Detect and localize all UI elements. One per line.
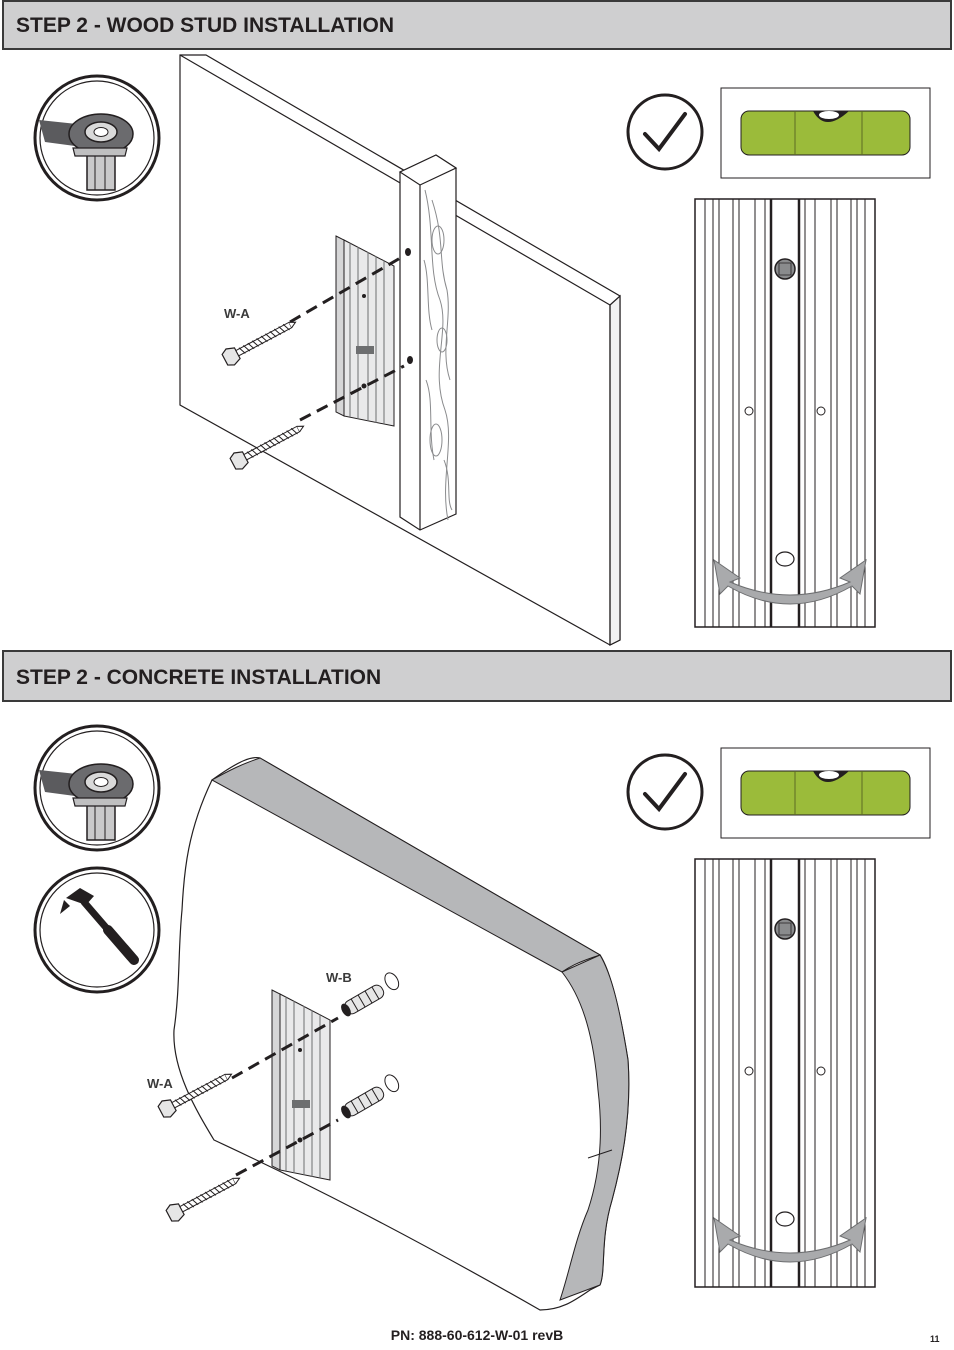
step-header-concrete: STEP 2 - CONCRETE INSTALLATION [2,650,952,702]
hammer-icon [33,866,161,994]
alignment-line [299,364,405,422]
screw-label: W-A [147,1076,173,1091]
alignment-line [289,255,403,324]
screw-label: W-A [224,306,250,321]
alignment-line [231,1016,339,1080]
concrete-wall [173,756,630,1311]
anchor-label: W-B [326,970,352,985]
bubble-level-icon [720,87,931,179]
bracket-detail [693,197,877,629]
wall-anchor [341,972,400,1017]
alignment-line [235,1118,339,1177]
pilot-holes [405,248,413,364]
wall-plate-bracket [335,235,395,427]
step-title: STEP 2 - WOOD STUD INSTALLATION [16,14,394,37]
wood-stud [398,154,458,531]
wrench-socket-icon [33,74,161,202]
part-number: PN: 888-60-612-W-01 revB [390,1327,564,1343]
step-title: STEP 2 - CONCRETE INSTALLATION [16,666,382,689]
checkmark-icon [626,753,704,831]
checkmark-icon [626,93,704,171]
bubble-level-icon [720,747,931,839]
page-number: 11 [930,1334,940,1344]
lag-screw [164,1169,245,1225]
wall-anchor [341,1074,400,1119]
bracket-detail [693,857,877,1289]
wrench-socket-icon [33,724,161,852]
step-header-wood-stud: STEP 2 - WOOD STUD INSTALLATION [2,0,952,50]
wall-plate-bracket [271,989,331,1181]
